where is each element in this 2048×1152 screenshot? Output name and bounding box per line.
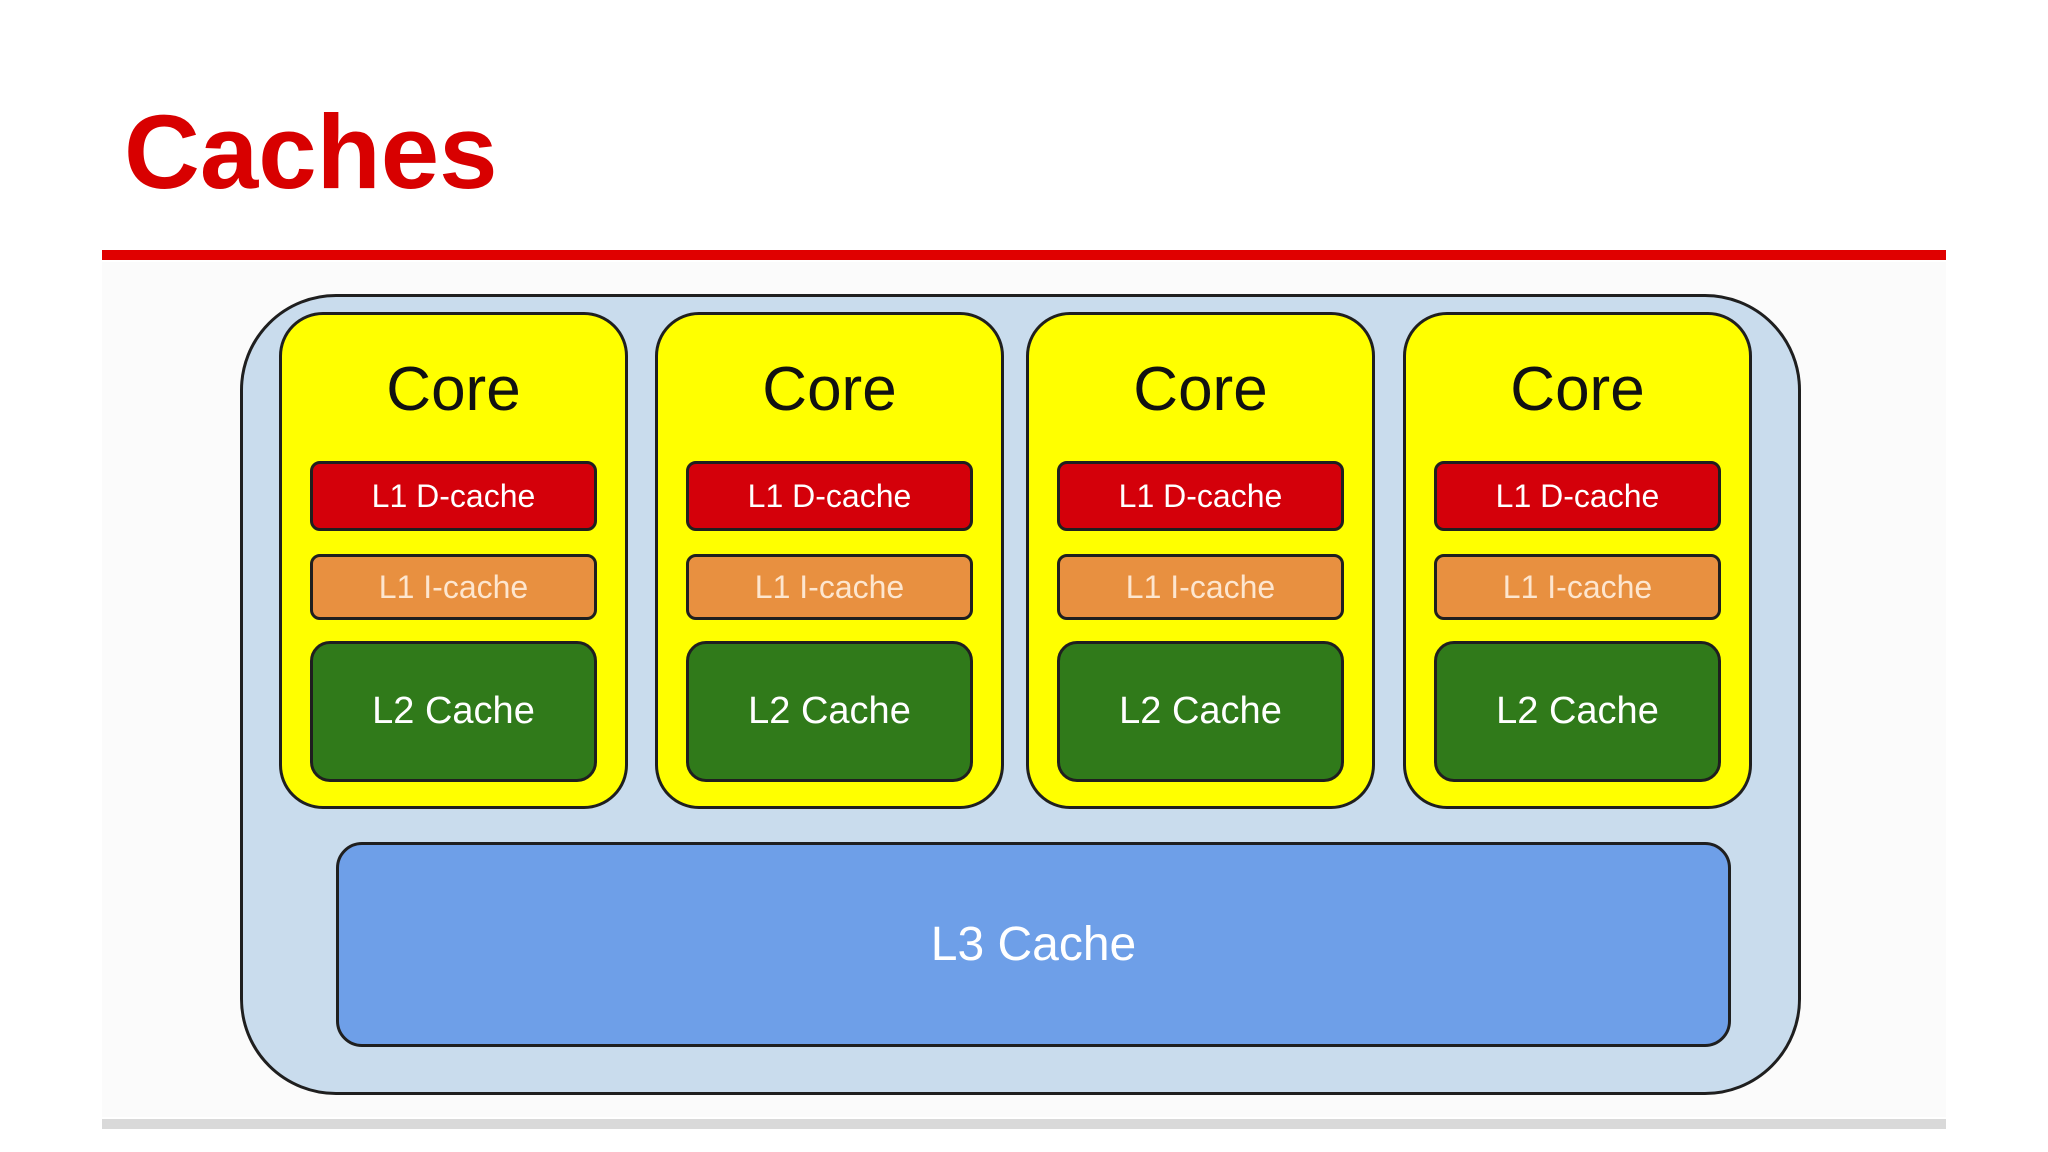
l3-cache: L3 Cache	[336, 842, 1731, 1047]
core-label: Core	[1133, 355, 1268, 424]
l1-instruction-cache: L1 I-cache	[1057, 554, 1344, 620]
core-4: Core L1 D-cache L1 I-cache L2 Cache	[1403, 312, 1752, 809]
l1-data-cache: L1 D-cache	[1434, 461, 1721, 531]
l2-cache: L2 Cache	[1434, 641, 1721, 782]
l1-data-cache: L1 D-cache	[686, 461, 973, 531]
core-label: Core	[762, 355, 897, 424]
title-underline	[102, 250, 1946, 260]
l2-cache: L2 Cache	[686, 641, 973, 782]
l2-cache: L2 Cache	[310, 641, 597, 782]
l2-cache: L2 Cache	[1057, 641, 1344, 782]
l1-instruction-cache: L1 I-cache	[686, 554, 973, 620]
slide-title: Caches	[124, 94, 498, 211]
l1-data-cache: L1 D-cache	[1057, 461, 1344, 531]
bottom-divider	[102, 1119, 1946, 1129]
l1-instruction-cache: L1 I-cache	[310, 554, 597, 620]
core-2: Core L1 D-cache L1 I-cache L2 Cache	[655, 312, 1004, 809]
l1-data-cache: L1 D-cache	[310, 461, 597, 531]
core-1: Core L1 D-cache L1 I-cache L2 Cache	[279, 312, 628, 809]
core-3: Core L1 D-cache L1 I-cache L2 Cache	[1026, 312, 1375, 809]
core-label: Core	[386, 355, 521, 424]
core-label: Core	[1510, 355, 1645, 424]
l1-instruction-cache: L1 I-cache	[1434, 554, 1721, 620]
